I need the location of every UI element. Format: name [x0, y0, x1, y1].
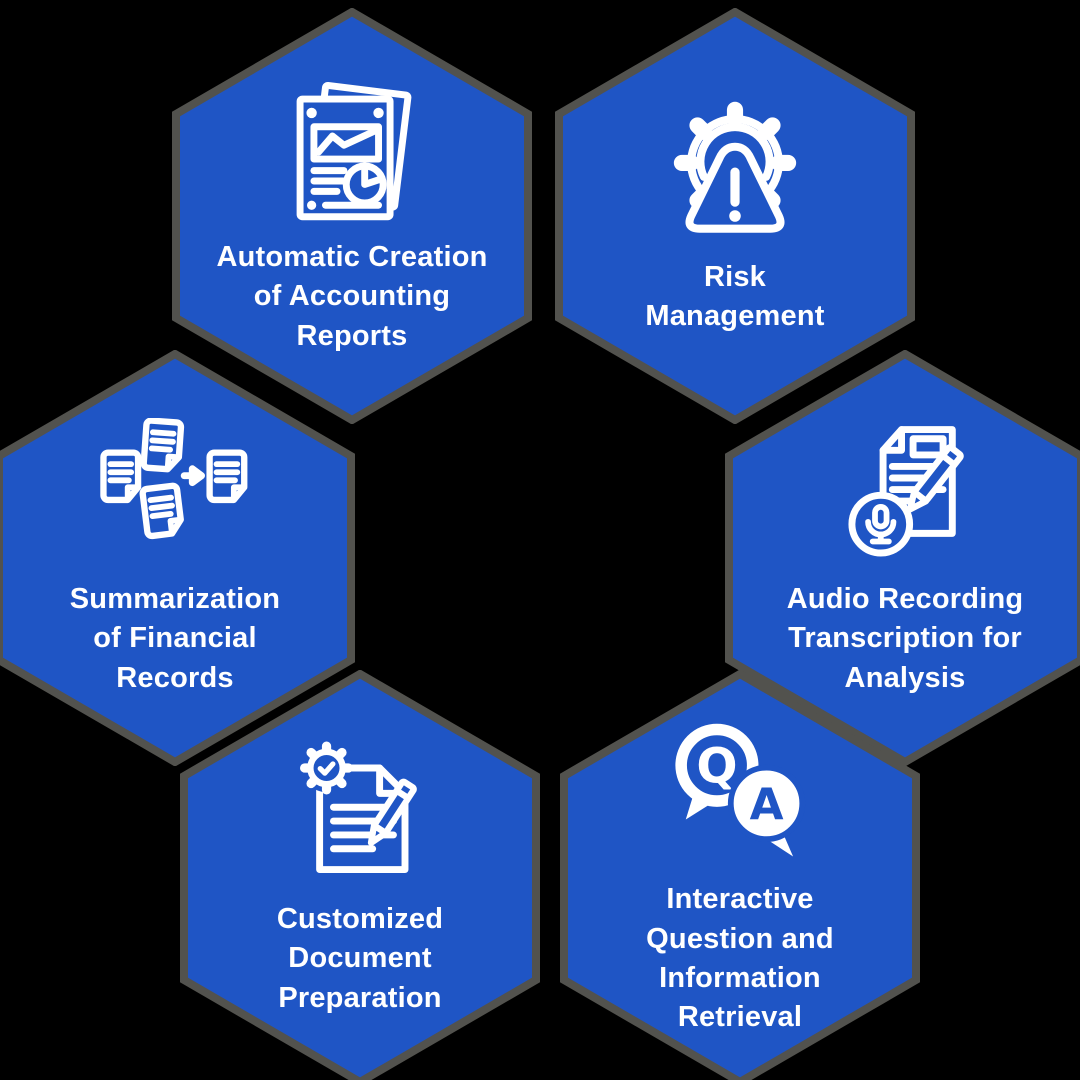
hexagon-label: Customized Document Preparation	[276, 902, 444, 1014]
hexagon-label: Interactive Question and Information Ret…	[646, 883, 834, 1034]
hexagon-financial-summarization: Summarization of Financial Records	[0, 350, 355, 766]
svg-text:A: A	[750, 780, 784, 831]
hexagon-shape	[725, 350, 1080, 766]
hexagon-shape	[0, 350, 355, 766]
hexagon-label: Summarization of Financial Records	[69, 582, 281, 694]
microphone-transcript-icon	[830, 418, 980, 568]
hexagon-document-preparation: Customized Document Preparation	[180, 670, 540, 1080]
documents-summary-icon	[100, 418, 250, 568]
hexagon-label: Risk Management	[645, 260, 825, 332]
gear-document-pencil-icon	[285, 738, 435, 888]
report-chart-icon	[277, 76, 427, 226]
hexagon-shape	[560, 670, 920, 1080]
hexagon-label: Audio Recording Transcription for Analys…	[786, 582, 1024, 694]
hexagon-audio-transcription: Audio Recording Transcription for Analys…	[725, 350, 1080, 766]
svg-text:Q: Q	[696, 739, 737, 795]
hexagon-risk-management: Risk Management	[555, 8, 915, 424]
hexagon-shape	[180, 670, 540, 1080]
hexagon-interactive-qa: Q A Interactive Question and Information…	[560, 670, 920, 1080]
question-answer-bubbles-icon: Q A	[665, 718, 815, 868]
gear-warning-icon	[660, 96, 810, 246]
hexagon-label: Automatic Creation of Accounting Reports	[216, 240, 488, 352]
hexagon-accounting-reports: Automatic Creation of Accounting Reports	[172, 8, 532, 424]
